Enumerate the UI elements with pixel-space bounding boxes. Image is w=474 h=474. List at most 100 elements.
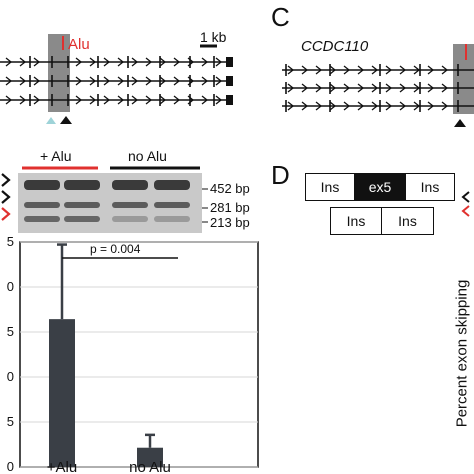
chevron-icon: [215, 57, 223, 67]
chevron-icon: [159, 57, 167, 67]
chevron-icon: [287, 101, 295, 111]
chevron-icon: [33, 76, 41, 86]
ins-box-skip-left: Ins: [331, 208, 382, 234]
gel-band-281: [112, 202, 148, 208]
gel-band-281: [64, 202, 100, 208]
chevron-icon: [301, 83, 309, 93]
cyan-arrowhead-icon: [46, 117, 56, 124]
minigene-top: Ins ex5 Ins: [305, 173, 455, 201]
chevron-icon: [173, 95, 181, 105]
chevron-icon: [75, 57, 83, 67]
chevron-icon: [131, 57, 139, 67]
band-label-452: 452 bp: [210, 181, 250, 196]
panelA-gene-diagram: Alu 1 kb: [0, 29, 233, 124]
chevron-icon: [357, 65, 365, 75]
y-tick-label: 5: [7, 236, 14, 249]
chevron-icon: [427, 101, 435, 111]
alu-label: Alu: [68, 36, 90, 53]
chevron-icon: [145, 57, 153, 67]
chevron-icon: [103, 95, 111, 105]
panelC-gene-diagram: [282, 44, 474, 127]
ins-box-left: Ins: [320, 179, 340, 195]
chevron-icon: [131, 95, 139, 105]
y-tick-label: 0: [7, 459, 14, 474]
band-label-213: 213 bp: [210, 215, 250, 230]
y-tick-label: 5: [7, 414, 14, 429]
chevron-icon: [399, 83, 407, 93]
chevron-icon: [399, 65, 407, 75]
gel-band-452: [154, 180, 190, 190]
band-arrow-281: [1, 190, 11, 204]
gel-group-minus: no Alu: [128, 148, 167, 164]
chevron-icon: [329, 101, 337, 111]
chevron-icon: [89, 95, 97, 105]
gel-band-213: [154, 216, 190, 222]
chevron-icon: [441, 65, 449, 75]
ins-box-right: Ins: [420, 179, 440, 195]
gel-band-281: [24, 202, 60, 208]
chevron-icon: [117, 76, 125, 86]
chevron-icon: [159, 76, 167, 86]
panel-letter-c: C: [271, 2, 290, 32]
chevron-icon: [315, 83, 323, 93]
band-arrow-213: [1, 207, 11, 221]
p-value-annotation: p = 0.004: [90, 242, 141, 256]
gel-image: [1, 166, 208, 233]
chevron-icon: [201, 57, 209, 67]
chevron-icon: [173, 57, 181, 67]
chevron-icon: [117, 95, 125, 105]
chevron-icon: [329, 83, 337, 93]
chevron-icon: [89, 76, 97, 86]
chevron-icon: [103, 57, 111, 67]
gene-name: CCDC110: [301, 38, 369, 55]
chevron-icon: [5, 76, 13, 86]
chevron-icon: [287, 83, 295, 93]
bar: [137, 447, 163, 467]
chevron-icon: [201, 76, 209, 86]
chevron-icon: [315, 65, 323, 75]
chevron-icon: [413, 101, 421, 111]
chevron-icon: [145, 95, 153, 105]
chevron-icon: [173, 76, 181, 86]
chevron-icon: [371, 83, 379, 93]
chevron-icon: [413, 83, 421, 93]
chevron-icon: [287, 65, 295, 75]
minigene-bottom: Ins Ins: [330, 207, 434, 235]
chevron-icon: [441, 101, 449, 111]
chevron-icon: [343, 83, 351, 93]
chevron-icon: [89, 57, 97, 67]
black-arrowhead-icon-c: [454, 119, 466, 127]
chevron-icon: [131, 76, 139, 86]
chevron-icon: [329, 65, 337, 75]
black-arrowhead-icon: [60, 116, 72, 124]
band-arrow-452: [1, 173, 11, 187]
chevron-icon: [75, 76, 83, 86]
chevron-icon: [215, 76, 223, 86]
chevron-icon: [371, 101, 379, 111]
y-tick-label: 0: [7, 369, 14, 384]
chevron-icon: [159, 95, 167, 105]
y-tick-label: 5: [7, 324, 14, 339]
x-category-label: +Alu: [47, 459, 77, 474]
gel-band-452: [24, 180, 60, 190]
chevron-icon: [5, 57, 13, 67]
chevron-icon: [201, 95, 209, 105]
bar: [49, 319, 75, 467]
chevron-icon: [343, 65, 351, 75]
chevron-icon: [19, 95, 27, 105]
chevron-icon: [75, 95, 83, 105]
chevron-icon: [357, 101, 365, 111]
gel-band-213: [64, 216, 100, 222]
chevron-icon: [215, 95, 223, 105]
gel-band-281: [154, 202, 190, 208]
x-category-label: no Alu: [129, 459, 171, 474]
panel-letter-d: D: [271, 160, 290, 190]
chevron-icon: [19, 57, 27, 67]
chevron-icon: [19, 76, 27, 86]
chevron-icon: [385, 101, 393, 111]
chevron-icon: [413, 65, 421, 75]
gel-bands: [24, 180, 190, 222]
gel-band-213: [24, 216, 60, 222]
gel-band-452: [64, 180, 100, 190]
chevron-icon: [371, 65, 379, 75]
